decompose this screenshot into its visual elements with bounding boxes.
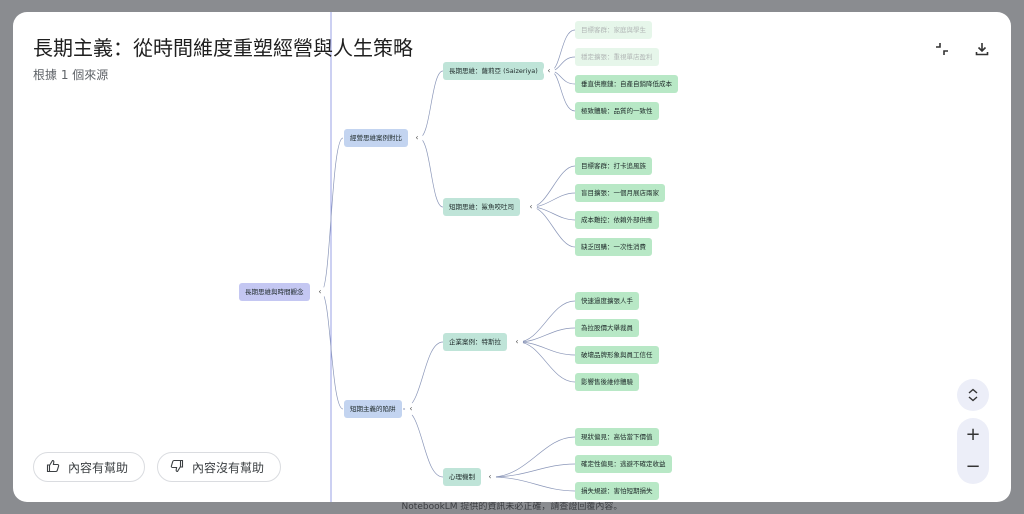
leaf-node[interactable]: 成本難控：依賴外部供應 [575,211,659,229]
leaf-node[interactable]: 破壞品牌形象與員工信任 [575,346,659,364]
disclaimer-footer: NotebookLM 提供的資訊未必正確，請查證回覆內容。 [401,502,623,512]
leaf-node[interactable]: 快速過度擴張人手 [575,292,639,310]
zoom-control: + − [957,418,989,484]
mindmap-root-node[interactable]: 長期思維與時間觀念 [239,283,310,301]
zoom-in-button[interactable]: + [965,423,981,445]
collapse-toggle[interactable]: ‹ [543,65,555,77]
collapse-toggle[interactable]: ‹ [314,286,326,298]
source-count: 根據 1 個來源 [33,68,109,82]
zoom-out-button[interactable]: − [965,455,981,477]
leaf-node[interactable]: 確定性偏見：逃避不確定收益 [575,455,672,473]
leaf-node[interactable]: 損失規避：害怕短期損失 [575,482,659,500]
leaf-node[interactable]: 垂直供應鏈：自產自銷降低成本 [575,75,678,93]
leaf-node[interactable]: 影響售後維修體驗 [575,373,639,391]
leaf-node[interactable]: 缺乏回購：一次性消費 [575,238,652,256]
collapse-toggle[interactable]: ‹ [525,201,537,213]
helpful-label: 內容有幫助 [68,460,129,475]
node-shark-toast[interactable]: 短期思維：鯊魚咬吐司 [443,198,520,216]
not-helpful-label: 內容沒有幫助 [192,460,265,475]
collapse-toggle[interactable]: ‹ [484,471,496,483]
collapse-toggle[interactable]: ‹ [405,403,417,415]
collapse-toggle[interactable]: ‹ [511,336,523,348]
leaf-node[interactable]: 目標客群：打卡追風族 [575,157,652,175]
download-icon[interactable] [971,38,993,60]
not-helpful-button[interactable]: 內容沒有幫助 [157,452,282,482]
thumbs-up-icon [46,459,60,476]
branch-short-termism-traps[interactable]: 短期主義的陷阱 [344,400,402,418]
leaf-node[interactable]: 穩定擴張：重視單店盈利 [575,48,659,66]
unfold-icon[interactable] [957,379,989,411]
leaf-node[interactable]: 極致體驗：品質的一致性 [575,102,659,120]
branch-business-cases[interactable]: 經營思維案例對比 [344,129,408,147]
page-title: 長期主義：從時間維度重塑經營與人生策略 [33,36,413,60]
collapse-icon[interactable] [931,38,953,60]
collapse-toggle[interactable]: ‹ [411,132,423,144]
leaf-node[interactable]: 現狀偏見：高估當下價值 [575,428,659,446]
helpful-button[interactable]: 內容有幫助 [33,452,146,482]
leaf-node[interactable]: 目標客群：家庭與學生 [575,21,652,39]
mindmap-connectors [320,12,576,502]
leaf-node[interactable]: 為拉股價大舉裁員 [575,319,639,337]
expand-collapse-control [957,379,989,411]
leaf-node[interactable]: 盲目擴張：一個月展店兩家 [575,184,665,202]
thumbs-down-icon [170,459,184,476]
node-psychology[interactable]: 心理機制 [443,468,481,486]
node-saizeriya[interactable]: 長期思維：薩莉亞 (Saizeriya) [443,62,544,80]
mindmap-modal: 長期主義：從時間維度重塑經營與人生策略 根據 1 個來源 長期思維與時間觀念 ‹… [13,12,1011,502]
node-tesla[interactable]: 企業案例：特斯拉 [443,333,507,351]
